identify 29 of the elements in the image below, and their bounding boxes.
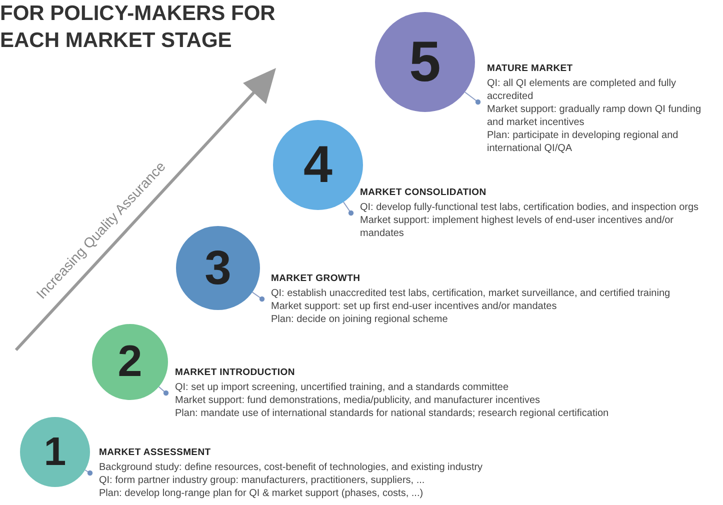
- stage-description: Plan: mandate use of international standards for national standards; research regional certification: [175, 407, 610, 420]
- leader-line: [84, 470, 93, 476]
- stage-description: Market support: set up first end-user incentives and/or mandates: [271, 300, 558, 313]
- stage-description: Market support: gradually ramp down QI funding and market incentives: [487, 103, 702, 129]
- leader-line: [464, 92, 481, 105]
- stage-description: Background study: define resources, cost-benefit of technologies, and existing industry: [99, 461, 484, 474]
- stage-heading: MARKET CONSOLIDATION: [360, 186, 488, 199]
- stage-number-circle: 2: [92, 324, 168, 400]
- stage-heading: MATURE MARKET: [487, 62, 574, 75]
- stage-heading: MARKET GROWTH: [271, 272, 362, 285]
- leader-line: [343, 202, 354, 216]
- stage-description: QI: establish unaccredited test labs, certification, market surveillance, and certified training: [271, 287, 672, 300]
- title: FOR POLICY-MAKERS FOR EACH MARKET STAGE: [0, 1, 276, 54]
- stage-number-circle: 1: [20, 417, 90, 487]
- leader-line: [158, 386, 169, 396]
- stage-description: Plan: develop long-range plan for QI & market support (phases, costs, ...): [99, 487, 424, 500]
- stage-description: QI: set up import screening, uncertified training, and a standards committee: [175, 381, 510, 394]
- stage-heading: MARKET ASSESSMENT: [99, 446, 212, 459]
- stage-description: QI: all QI elements are completed and fully accredited: [487, 77, 677, 103]
- stage-description: Plan: participate in developing regional and international QI/QA: [487, 129, 680, 155]
- leader-line: [252, 292, 265, 302]
- stage-heading: MARKET INTRODUCTION: [175, 366, 296, 379]
- stage-description: Market support: implement highest levels of end-user incentives and/or mandates: [360, 214, 674, 240]
- stage-number-circle: 5: [375, 12, 475, 112]
- stage-description: QI: develop fully-functional test labs, certification bodies, and inspection orgs: [360, 201, 700, 214]
- stage-description: Plan: decide on joining regional scheme: [271, 313, 449, 326]
- stage-description: Market support: fund demonstrations, media/publicity, and manufacturer incentives: [175, 394, 541, 407]
- stage-number-circle: 3: [176, 226, 260, 310]
- stage-description: QI: form partner industry group: manufacturers, practitioners, suppliers, ...: [99, 474, 426, 487]
